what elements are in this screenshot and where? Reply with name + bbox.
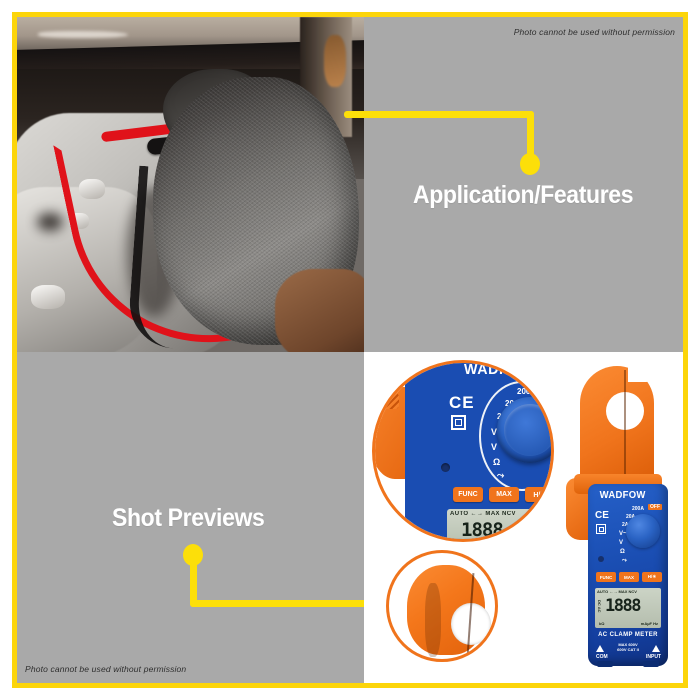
hold-light-button[interactable]: H/☀: [642, 572, 662, 582]
clamp-jaw-notch: [628, 366, 654, 382]
rotary-dial-knob[interactable]: [626, 514, 660, 548]
shot-previews-connector-horizontal: [190, 600, 364, 607]
lcd-mode-indicator: DC AC: [597, 600, 602, 613]
dial-off-label: OFF: [648, 504, 662, 510]
warning-triangle-icon: [596, 645, 604, 652]
shot-previews-heading: Shot Previews: [112, 504, 265, 532]
double-insulation-icon: [451, 415, 466, 430]
photo-bolt: [79, 179, 105, 199]
brand-logo-closeup: WADFOW: [464, 361, 534, 378]
max-button[interactable]: MAX: [489, 487, 519, 502]
terminal-label-com: COM: [596, 654, 608, 660]
application-features-heading: Application/Features: [413, 181, 634, 209]
voltage-rating-label: MAX 600V 600V CAT II: [588, 642, 668, 652]
application-connector-dot: [520, 153, 540, 175]
dial-label-vac: V~: [491, 427, 502, 437]
shot-previews-text-panel: Shot Previews Photo cannot be used witho…: [17, 352, 364, 683]
dial-label-vdc: V: [491, 442, 498, 452]
poster-canvas: Photo cannot be used without permission …: [17, 17, 683, 683]
application-photo-image: [17, 17, 364, 352]
dial-label-continuity: ⤳: [497, 470, 505, 480]
application-photo-panel: [17, 17, 364, 352]
photo-bolt: [69, 213, 89, 229]
ncv-indicator-led: [598, 556, 604, 562]
application-connector-horizontal: [344, 111, 534, 118]
dial-label-2a: 2A: [622, 522, 629, 528]
dial-off-label: OFF: [553, 382, 554, 393]
rating-line-1: MAX 600V: [618, 642, 638, 647]
clamp-jaw-split-line: [624, 370, 626, 488]
photo-forearm: [275, 269, 364, 352]
lcd-unit-right: mAµF Hz: [640, 621, 658, 626]
dial-label-vac: V~: [619, 531, 627, 537]
lcd-digits: 1888: [461, 519, 504, 541]
lcd-digits: 1888: [605, 596, 641, 616]
func-button[interactable]: FUNC: [453, 487, 483, 502]
terminal-label-input: INPUT: [646, 654, 661, 660]
terminal-jack-row: [588, 661, 668, 669]
product-shots-panel: WADFOW CE OFF 200A 20A 2A V~ V Ω ⤳: [364, 352, 683, 683]
ncv-indicator-led: [441, 463, 450, 472]
shot-previews-connector-vertical: [190, 555, 197, 607]
terminal-jack-com[interactable]: [597, 661, 613, 667]
lcd-unit-left: kΩ: [599, 621, 605, 626]
dial-label-ohm: Ω: [620, 549, 625, 555]
lcd-annunciators: AUTO ←→ MAX NCV: [597, 589, 637, 594]
warning-triangle-icon: [652, 645, 660, 652]
lcd-display-closeup: AUTO ←→ MAX NCV 1888: [447, 509, 551, 541]
dial-label-20a: 20A: [626, 514, 636, 520]
clamp-jaw: [580, 366, 654, 488]
func-button[interactable]: FUNC: [596, 572, 616, 582]
ce-mark-icon: CE: [449, 393, 475, 412]
terminal-jack-input[interactable]: [643, 661, 659, 667]
brand-logo: WADFOW: [599, 490, 646, 501]
product-head-closeup-inset: WADFOW CE OFF 200A 20A 2A V~ V Ω ⤳: [372, 360, 554, 542]
dial-label-continuity: ⤳: [622, 558, 627, 564]
dial-label-200a: 200A: [632, 506, 644, 512]
product-type-label: AC CLAMP METER: [598, 632, 658, 638]
max-button[interactable]: MAX: [619, 572, 639, 582]
lcd-units-row: kΩ mAµF Hz: [599, 621, 658, 626]
photo-bolt: [31, 285, 65, 309]
rotary-dial-knob[interactable]: [497, 397, 551, 463]
watermark-top: Photo cannot be used without permission: [513, 27, 675, 37]
clamp-meter-full-view: WADFOW CE OFF 200A 20A 2A V~ V Ω ⤳: [566, 366, 668, 669]
dial-label-ohm: Ω: [493, 457, 501, 467]
dial-label-vdc: V: [619, 540, 624, 546]
application-text-panel: Photo cannot be used without permission …: [364, 17, 683, 352]
ce-mark-icon: CE: [595, 510, 609, 521]
double-insulation-icon: [596, 524, 606, 534]
watermark-bottom: Photo cannot be used without permission: [25, 664, 187, 674]
lcd-display: AUTO ←→ MAX NCV DC AC 1888 kΩ mAµF Hz: [595, 588, 661, 628]
photo-rust-patch: [324, 35, 346, 87]
poster-frame: Photo cannot be used without permission …: [12, 12, 688, 688]
rating-line-2: 600V CAT II: [617, 647, 639, 652]
clamp-jaw-closeup-inset: [386, 550, 498, 662]
photo-dark-spot: [37, 213, 63, 231]
lcd-annunciators: AUTO ←→ MAX NCV: [450, 511, 516, 517]
application-connector-vertical: [527, 111, 534, 163]
meter-body-closeup: WADFOW CE OFF 200A 20A 2A V~ V Ω ⤳: [405, 361, 554, 541]
meter-body: WADFOW CE OFF 200A 20A 2A V~ V Ω ⤳: [588, 484, 668, 669]
clamp-jaw-ring: [407, 565, 491, 659]
clamp-jaw-shading: [425, 583, 441, 657]
product-shots-canvas: WADFOW CE OFF 200A 20A 2A V~ V Ω ⤳: [364, 352, 683, 683]
hold-light-button[interactable]: H/☀: [525, 487, 551, 502]
dial-label-200a: 200A: [517, 387, 537, 396]
